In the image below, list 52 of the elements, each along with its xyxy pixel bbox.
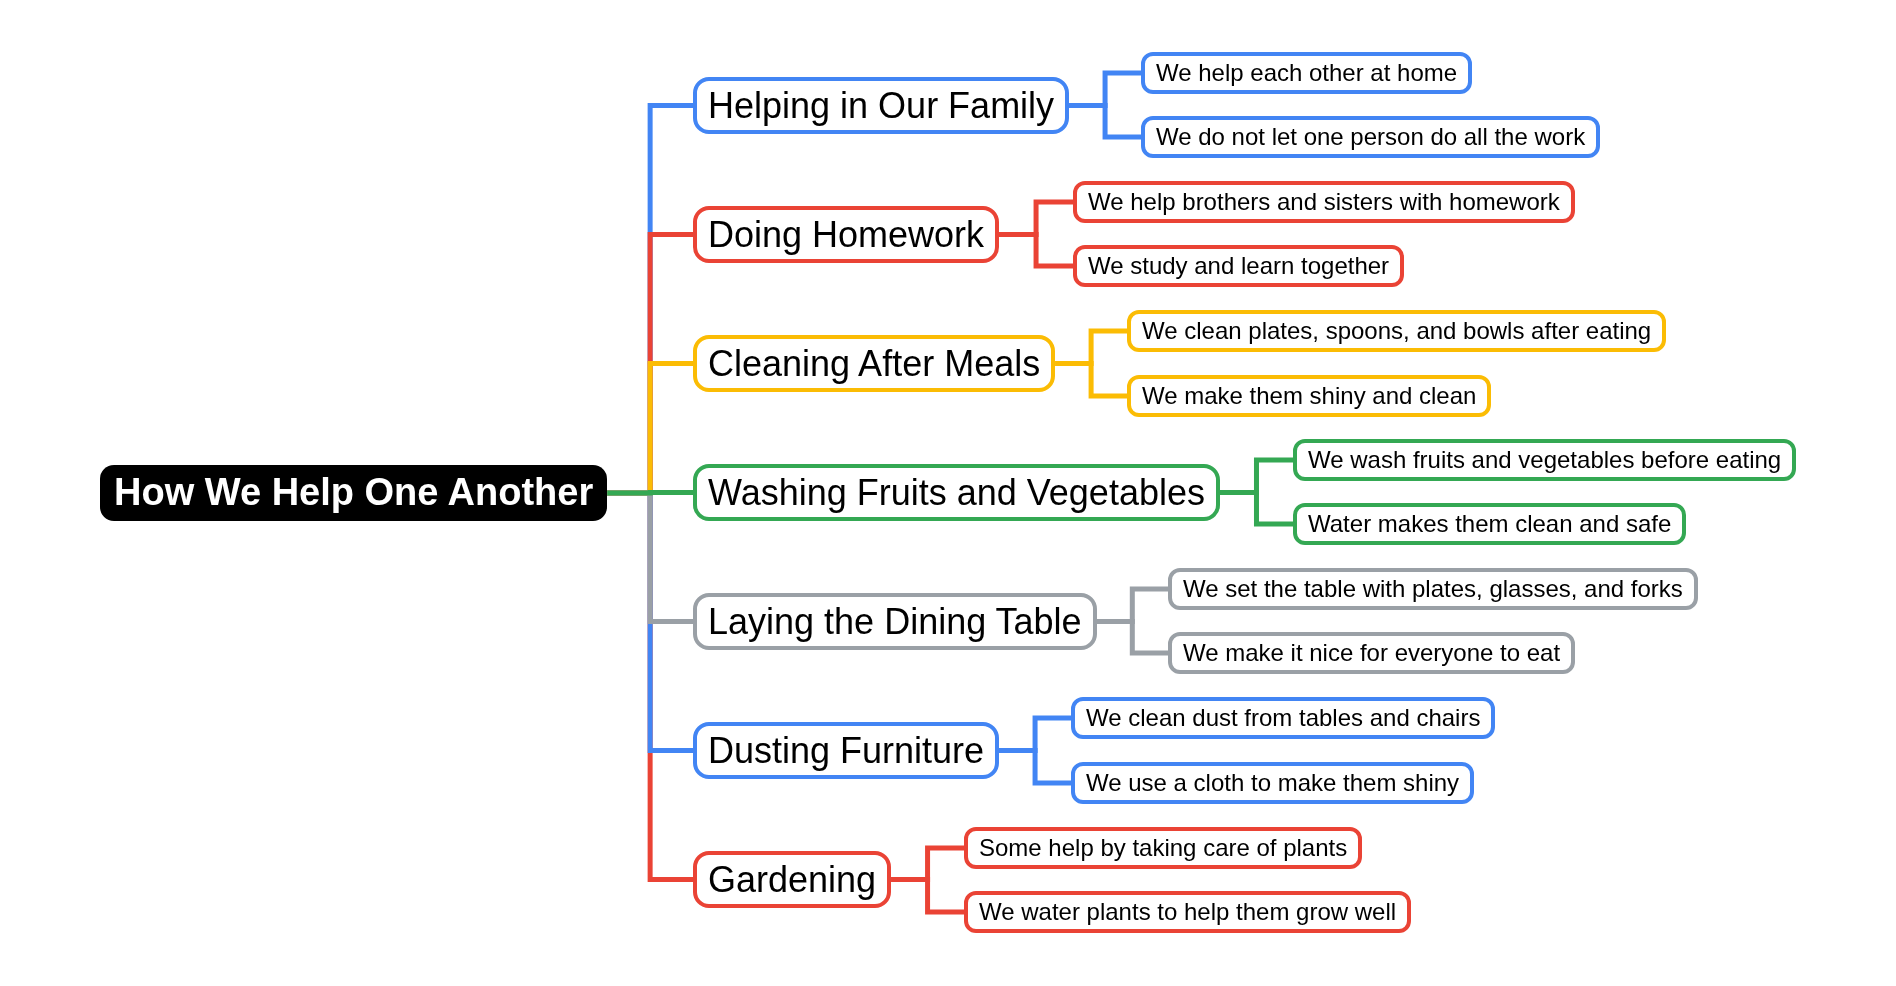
subtopic-box xyxy=(964,891,1412,933)
subtopic-box xyxy=(1073,181,1575,223)
subtopic-text: Water makes them clean and safe xyxy=(1308,510,1672,538)
topic-text: Doing Homework xyxy=(708,213,985,256)
connector-line xyxy=(1096,619,1168,656)
connector-line xyxy=(999,232,1073,269)
connector-line xyxy=(1219,490,1293,527)
topic-text: Dusting Furniture xyxy=(708,729,985,772)
subtopic-text: We clean plates, spoons, and bowls after eating xyxy=(1142,317,1652,345)
subtopic-box xyxy=(1071,697,1496,739)
subtopic-box xyxy=(1073,245,1405,287)
subtopic-box xyxy=(964,827,1363,869)
central-topic-text: How We Help One Another xyxy=(114,471,594,515)
subtopic-text: Some help by taking care of plants xyxy=(979,834,1348,862)
subtopic-box xyxy=(1141,52,1473,94)
central-topic-box xyxy=(100,465,608,521)
topic-box xyxy=(693,77,1070,134)
topic-box xyxy=(693,335,1056,392)
subtopic-text: We clean dust from tables and chairs xyxy=(1086,704,1481,732)
subtopic-text: We set the table with plates, glasses, and forks xyxy=(1183,575,1683,603)
subtopic-box xyxy=(1127,310,1667,352)
subtopic-text: We make them shiny and clean xyxy=(1142,382,1477,410)
topic-text: Helping in Our Family xyxy=(708,84,1055,127)
topic-box xyxy=(693,722,1000,779)
subtopic-box xyxy=(1141,116,1601,158)
subtopic-text: We water plants to help them grow well xyxy=(979,898,1397,926)
connector-line xyxy=(1055,361,1127,399)
topic-text: Cleaning After Meals xyxy=(708,342,1041,385)
topic-text: Laying the Dining Table xyxy=(708,600,1082,643)
subtopic-box xyxy=(1168,632,1576,674)
topic-text: Washing Fruits and Vegetables xyxy=(708,471,1205,514)
subtopic-text: We help brothers and sisters with homework xyxy=(1088,188,1560,216)
topic-text: Gardening xyxy=(708,858,877,901)
topic-box xyxy=(693,851,892,908)
topic-box xyxy=(693,206,1000,263)
connector-line xyxy=(1069,103,1141,140)
connector-line xyxy=(891,845,964,882)
subtopic-text: We do not let one person do all the work xyxy=(1156,123,1586,151)
subtopic-text: We study and learn together xyxy=(1088,252,1390,280)
subtopic-text: We make it nice for everyone to eat xyxy=(1183,639,1561,667)
subtopic-box xyxy=(1127,375,1492,417)
subtopic-text: We wash fruits and vegetables before eating xyxy=(1308,446,1782,474)
topic-box xyxy=(693,593,1097,650)
topic-box xyxy=(693,464,1220,521)
subtopic-box xyxy=(1071,762,1475,804)
subtopic-box xyxy=(1293,439,1797,481)
subtopic-text: We help each other at home xyxy=(1156,59,1458,87)
subtopic-box xyxy=(1168,568,1698,610)
subtopic-box xyxy=(1293,503,1687,545)
subtopic-text: We use a cloth to make them shiny xyxy=(1086,769,1460,797)
connector-line xyxy=(999,748,1071,786)
connector-line xyxy=(607,490,693,496)
